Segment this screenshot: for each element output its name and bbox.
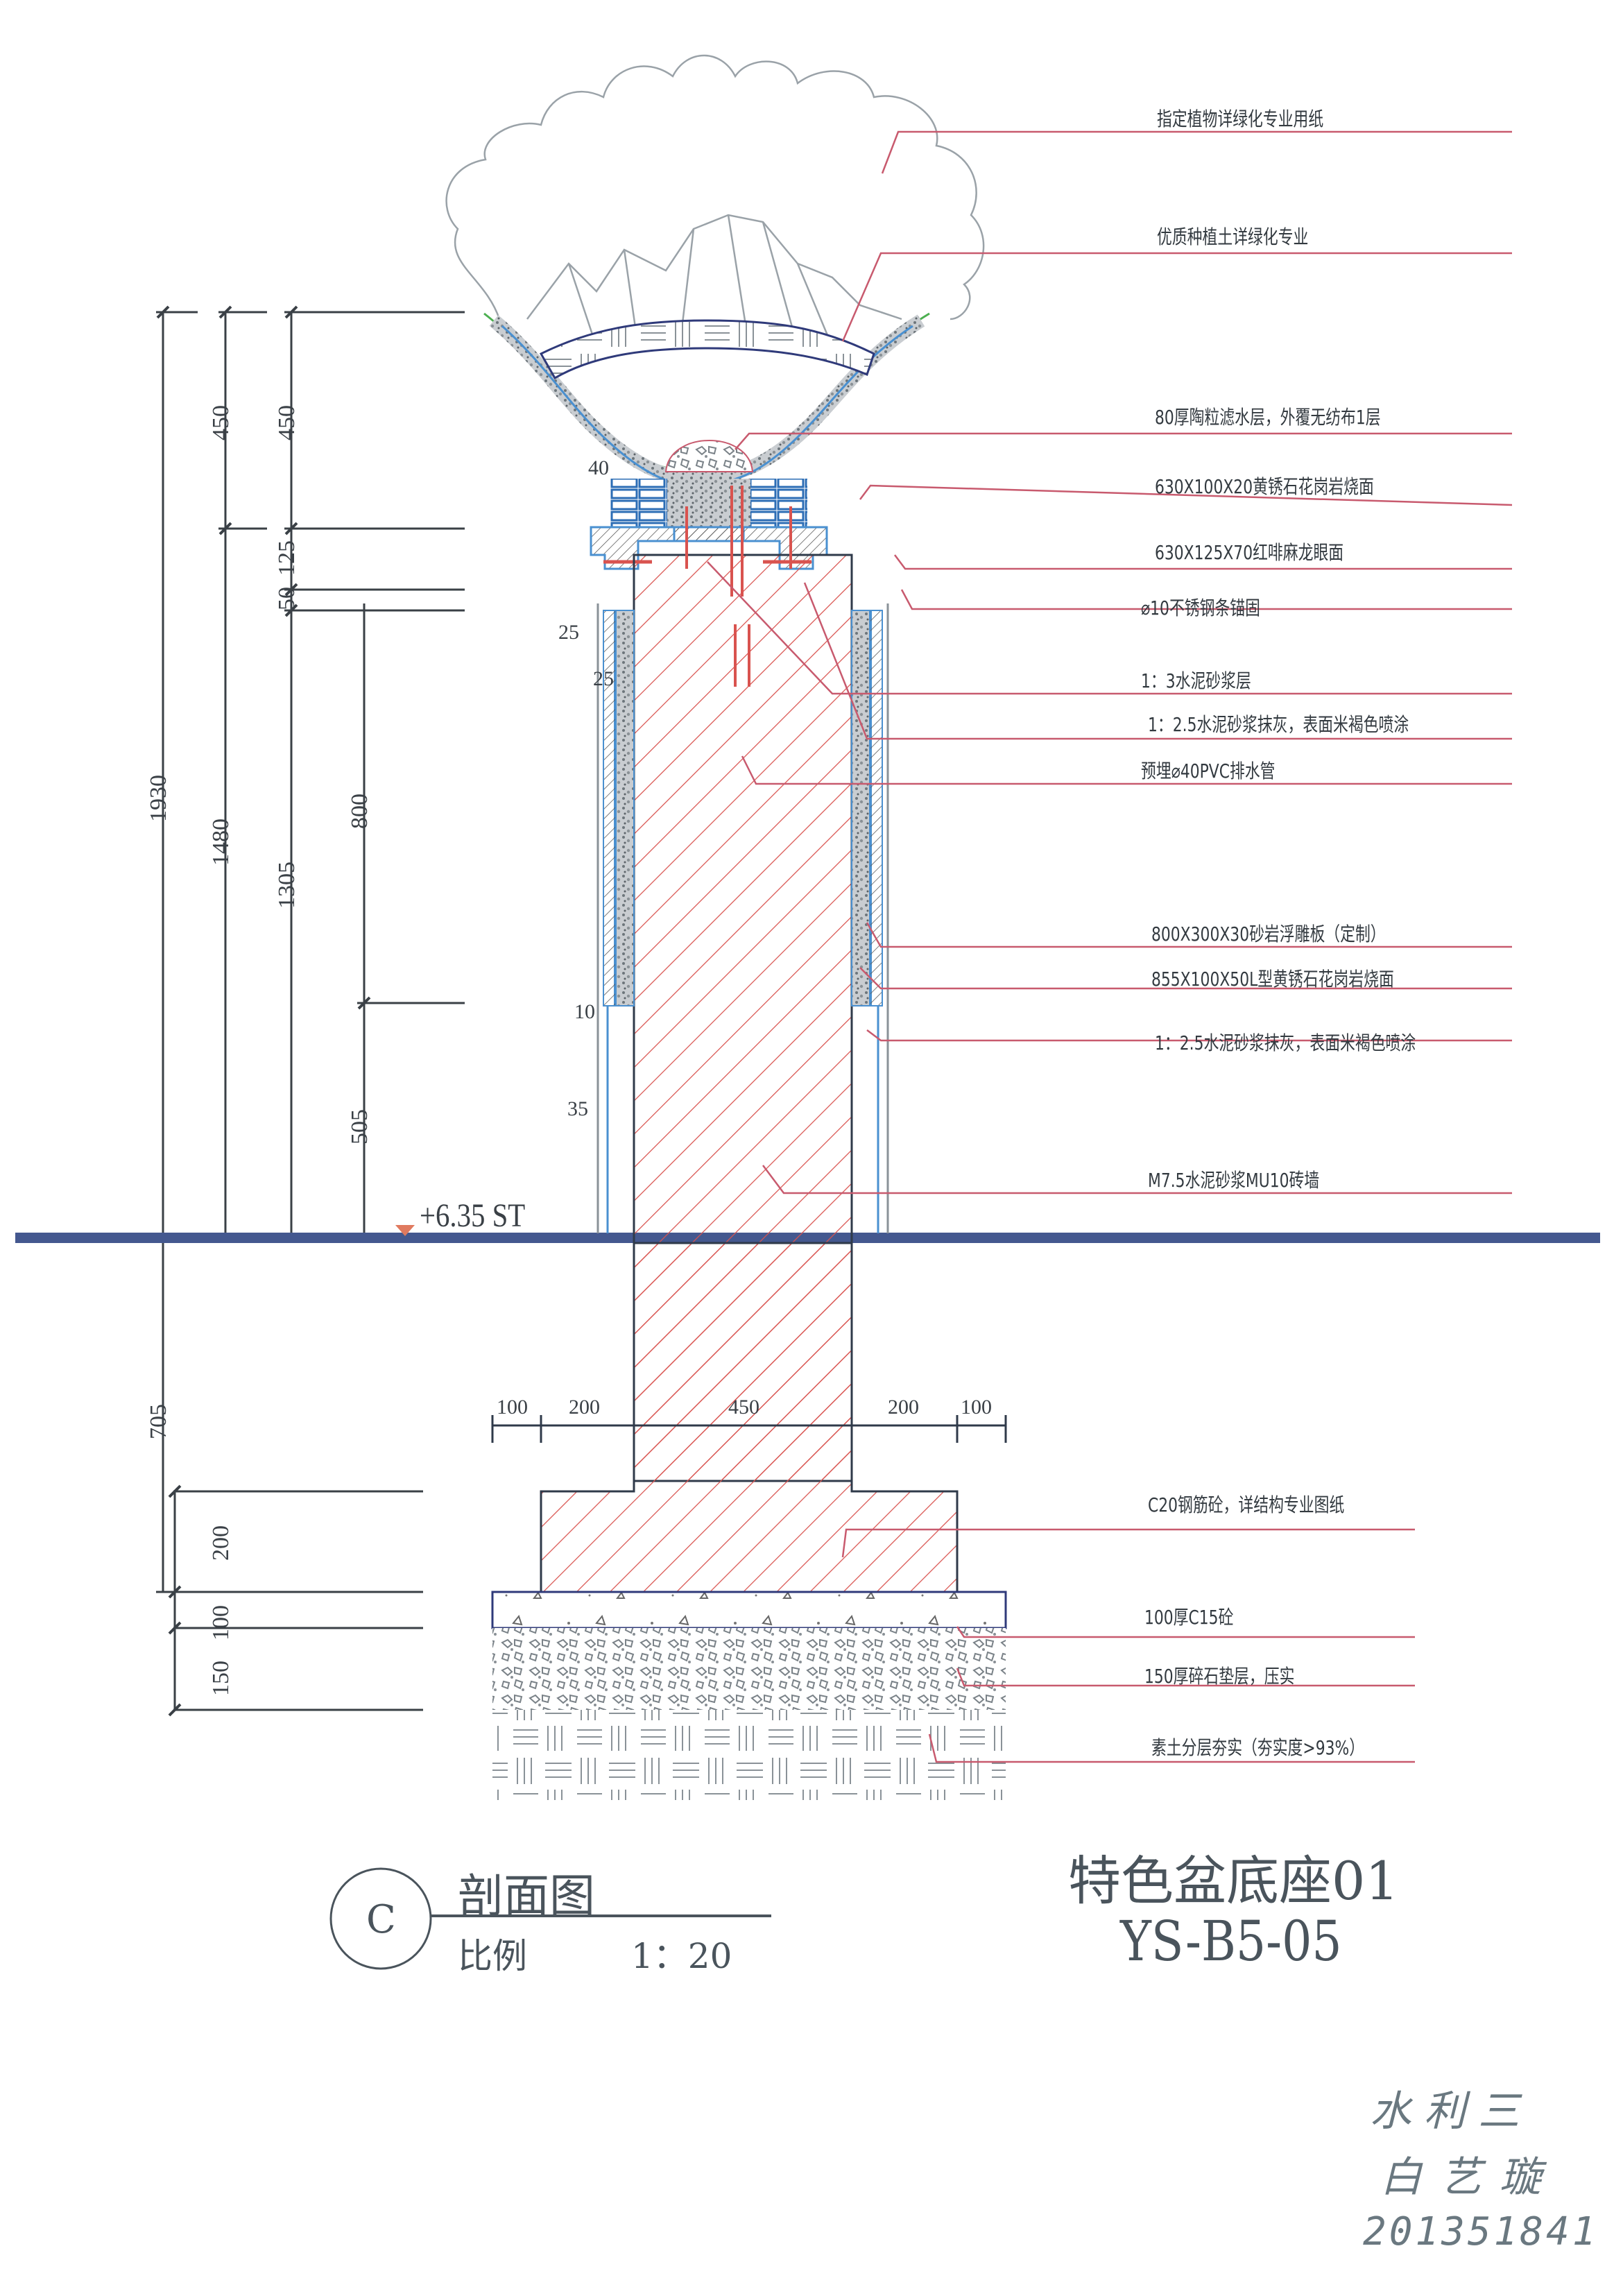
section-title: 剖面图 <box>458 1869 595 1923</box>
callout-gravel: 150厚碎石垫层，压实 <box>1144 1665 1295 1688</box>
elevation-label: +6.35 ST <box>420 1197 526 1234</box>
callout-pvc-drain-text: 40PVC排水管 <box>1180 760 1276 782</box>
footing-dim-450: 450 <box>728 1396 759 1419</box>
dim-705: 705 <box>146 1404 171 1439</box>
dim-1480: 1480 <box>208 819 234 866</box>
diameter-icon: ⌀ <box>1141 597 1151 619</box>
handwritten-name: 白艺璇 <box>1380 2153 1559 2202</box>
drawing-number: YS-B5-05 <box>1120 1909 1342 1973</box>
scale-label: 比例 <box>458 1936 527 1976</box>
callout-steel-anchor: ⌀10不锈钢条锚固 <box>1141 593 1260 621</box>
callout-compacted-soil: 素土分层夯实（夯实度>93%） <box>1151 1736 1365 1759</box>
callout-plaster-lower: 1：2.5水泥砂浆抹灰，表面米褐色喷涂 <box>1155 1031 1416 1054</box>
handwritten-class: 水利三 <box>1370 2087 1532 2136</box>
callout-pvc-drain: 预埋⌀40PVC排水管 <box>1141 756 1276 784</box>
dimension-lines <box>156 305 465 1717</box>
dim-25-b: 25 <box>593 667 614 690</box>
dim-125: 125 <box>274 540 300 576</box>
footing-dim-200-right: 200 <box>888 1396 919 1419</box>
dim-450-b: 450 <box>274 405 300 440</box>
soil-layer <box>492 1710 1006 1800</box>
dim-1930: 1930 <box>146 775 171 822</box>
plant-outline <box>445 54 985 348</box>
dim-35: 35 <box>567 1097 588 1120</box>
dim-40: 40 <box>588 456 609 479</box>
callout-steel-anchor-text: 10不锈钢条锚固 <box>1150 597 1260 619</box>
diameter-icon: ⌀ <box>1171 760 1180 782</box>
callout-l-granite: 855X100X50L型黄锈石花岗岩烧面 <box>1151 968 1394 991</box>
side-cladding <box>596 603 889 1233</box>
callout-planting-soil: 优质种植土详绿化专业 <box>1157 225 1309 248</box>
callout-pvc-drain-prefix: 预埋 <box>1141 760 1171 782</box>
dim-1305: 1305 <box>274 862 300 909</box>
scale-value: 1：20 <box>631 1936 732 1976</box>
callout-plaster-upper: 1：2.5水泥砂浆抹灰，表面米褐色喷涂 <box>1148 713 1409 736</box>
footing-dim-100-left: 100 <box>497 1396 528 1419</box>
callout-c20-concrete: C20钢筋砼，详结构专业图纸 <box>1148 1493 1345 1516</box>
drawing-title: 特色盆底座01 <box>1068 1850 1399 1912</box>
callout-ceramsite-filter: 80厚陶粒滤水层，外覆无纺布1层 <box>1155 406 1381 429</box>
callout-sandstone-relief: 800X300X30砂岩浮雕板（定制） <box>1151 923 1386 945</box>
dim-505: 505 <box>347 1109 372 1145</box>
footing <box>491 1242 1007 1800</box>
callout-mortar-1-3: 1：3水泥砂浆层 <box>1141 669 1251 692</box>
footing-dim-200-left: 200 <box>569 1396 600 1419</box>
dim-150: 150 <box>208 1661 234 1696</box>
dim-10: 10 <box>574 1000 595 1023</box>
callout-c15-concrete: 100厚C15砼 <box>1144 1606 1234 1629</box>
dim-200: 200 <box>208 1525 234 1561</box>
callout-plants: 指定植物详绿化专业用纸 <box>1157 108 1324 130</box>
dim-800: 800 <box>347 794 372 829</box>
section-marker-letter: C <box>366 1897 396 1942</box>
rebar-anchors <box>685 486 792 687</box>
dim-100: 100 <box>208 1605 234 1640</box>
callout-leaders <box>707 130 1513 1763</box>
pot <box>483 312 930 487</box>
callout-yellow-granite-cap: 630X100X20黄锈石花岗岩烧面 <box>1155 475 1374 498</box>
dim-50: 50 <box>274 587 300 610</box>
dim-450-a: 450 <box>208 405 234 440</box>
section-marker-circle <box>329 1867 432 1970</box>
callout-brick-wall: M7.5水泥砂浆MU10砖墙 <box>1148 1169 1320 1192</box>
c15-concrete-layer <box>491 1591 1007 1629</box>
callout-red-granite: 630X125X70红啡麻龙眼面 <box>1155 541 1344 564</box>
footing-dim-100-right: 100 <box>961 1396 992 1419</box>
elevation-marker-icon <box>395 1225 415 1236</box>
gravel-layer <box>492 1628 1006 1710</box>
handwritten-student-id: 201351841 <box>1363 2209 1599 2254</box>
dim-25-a: 25 <box>558 621 579 644</box>
